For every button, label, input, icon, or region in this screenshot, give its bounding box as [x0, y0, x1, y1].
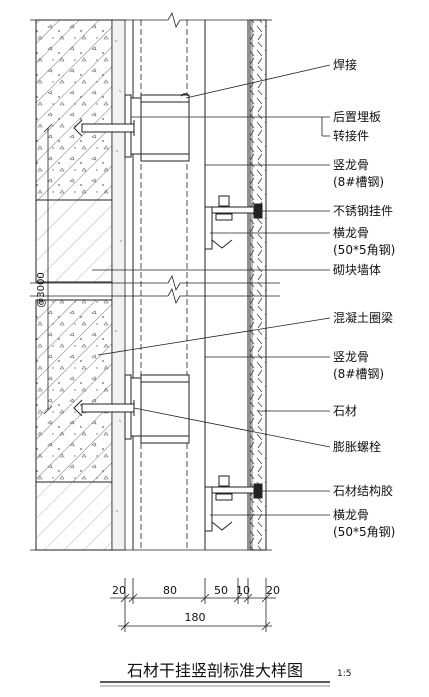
expansion-bolt-upper [81, 123, 135, 133]
expansion-bolt-lower [81, 403, 135, 413]
hanger-upper [204, 195, 263, 250]
title-text: 石材干挂竖剖标准大样图 [127, 661, 303, 680]
label-block-wall: 砌块墙体 [333, 263, 381, 277]
angle-steel-lower [204, 486, 213, 532]
angle-steel-upper [204, 206, 213, 250]
dim-seg-5: 20 [266, 584, 280, 597]
dim-seg-4: 10 [236, 584, 250, 597]
dim-total: 180 [185, 611, 206, 624]
dim-seg-1: 20 [112, 584, 126, 597]
plaster-layer [111, 19, 126, 551]
label-stone-glue: 石材结构胶 [333, 483, 393, 498]
label-horizontal-keel-upper: 横龙骨 [333, 226, 369, 240]
label-expansion-bolt: 膨胀螺栓 [333, 439, 381, 454]
label-vertical-keel-upper-spec: (8#槽钢) [333, 175, 384, 189]
label-vertical-keel-lower: 竖龙骨 [333, 350, 369, 364]
stone-panel [249, 19, 267, 551]
dim-seg-3: 50 [214, 584, 228, 597]
leader-lines [92, 64, 331, 516]
dimension-labels: 20 80 50 10 20 180 [112, 584, 280, 624]
label-stone: 石材 [333, 404, 357, 418]
anchor-upper [73, 93, 190, 162]
label-weld: 焊接 [333, 57, 357, 72]
label-horizontal-keel-lower: 横龙骨 [333, 508, 369, 522]
dim-seg-2: 80 [163, 584, 177, 597]
hanger-lower [204, 475, 263, 532]
label-stainless-hanger: 不锈钢挂件 [333, 204, 393, 218]
callouts: 焊接 后置埋板 转接件 竖龙骨 (8#槽钢) 不锈钢挂件 横龙骨 (50*5角钢… [333, 57, 395, 539]
adapter-upper [140, 94, 190, 162]
label-adapter: 转接件 [333, 128, 369, 143]
stone-cladding [247, 19, 267, 551]
adapter-lower [140, 374, 190, 444]
scale-text: 1:5 [337, 669, 351, 679]
vertical-dimension [43, 123, 53, 415]
label-horizontal-keel-lower-spec: (50*5角钢) [333, 525, 395, 539]
anchor-lower [73, 374, 190, 444]
drawing-title: 石材干挂竖剖标准大样图 1:5 [100, 661, 351, 687]
vertical-dimension-text: @3000 [36, 272, 47, 307]
label-vertical-keel-lower-spec: (8#槽钢) [333, 367, 384, 381]
break-lines [30, 11, 280, 551]
wall-structure [35, 19, 126, 551]
label-embed-plate: 后置埋板 [333, 110, 381, 124]
label-ring-beam: 混凝土圈梁 [333, 310, 393, 325]
horizontal-dimensions [110, 578, 276, 632]
label-vertical-keel-upper: 竖龙骨 [333, 158, 369, 172]
label-horizontal-keel-upper-spec: (50*5角钢) [333, 243, 395, 257]
